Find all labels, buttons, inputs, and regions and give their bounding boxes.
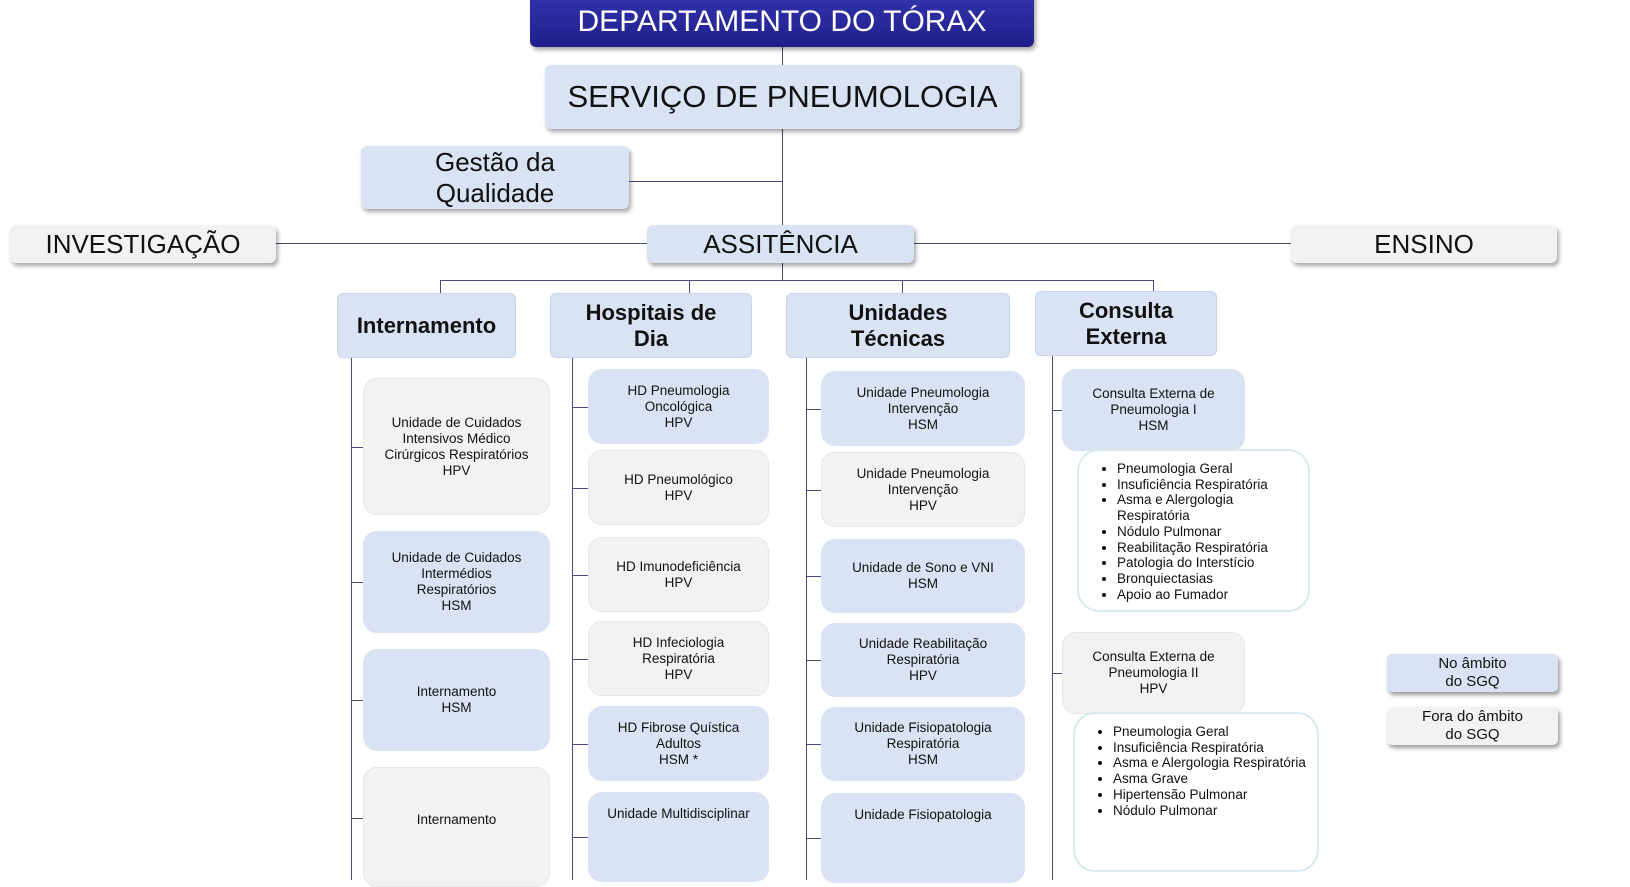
- investigation-box: INVESTIGAÇÃO: [10, 225, 276, 263]
- unit-box: Unidade de Cuidados Intermédios Respirat…: [363, 531, 550, 633]
- unit-box: Unidade Pneumologia Intervenção HSM: [821, 371, 1025, 446]
- list-item: Nódulo Pulmonar: [1113, 803, 1317, 819]
- list-item: Bronquiectasias: [1117, 571, 1308, 587]
- legend-in-scope: No âmbito do SGQ: [1387, 654, 1558, 692]
- assistance-box: ASSITÊNCIA: [647, 225, 914, 263]
- list-item: Pneumologia Geral: [1117, 461, 1308, 477]
- list-item: Asma Grave: [1113, 771, 1317, 787]
- unit-box: Unidade Multidisciplinar: [588, 792, 769, 882]
- connector: [806, 408, 821, 410]
- connector: [351, 582, 363, 583]
- unit-box: Internamento: [363, 767, 550, 887]
- connector: [572, 837, 588, 838]
- unit-box: HD Pneumologia Oncológica HPV: [588, 369, 769, 444]
- unit-box: Unidade Pneumologia Intervenção HPV: [821, 452, 1025, 527]
- connector: [572, 358, 573, 880]
- connector: [351, 818, 363, 819]
- list-item: Nódulo Pulmonar: [1117, 524, 1308, 540]
- list-item: Insuficiência Respiratória: [1113, 740, 1317, 756]
- teaching-box: ENSINO: [1291, 225, 1557, 263]
- column-header: Unidades Técnicas: [786, 293, 1010, 358]
- connector: [1052, 410, 1062, 411]
- connector: [914, 243, 1291, 244]
- list-item: Insuficiência Respiratória: [1117, 477, 1308, 493]
- legend-out-scope: Fora do âmbito do SGQ: [1387, 707, 1558, 745]
- list-item: Apoio ao Fumador: [1117, 587, 1308, 603]
- service-box: SERVIÇO DE PNEUMOLOGIA: [545, 65, 1020, 129]
- column-header: Hospitais de Dia: [550, 293, 752, 358]
- connector: [806, 576, 821, 577]
- connector: [1052, 673, 1062, 674]
- connector: [1052, 356, 1053, 880]
- column-header: Consulta Externa: [1035, 291, 1217, 356]
- connector: [572, 406, 588, 408]
- unit-box: Unidade Fisiopatologia Respiratória HSM: [821, 707, 1025, 781]
- list-item: Asma e Alergologia Respiratória: [1117, 492, 1308, 523]
- list-item: Reabilitação Respiratória: [1117, 540, 1308, 556]
- connector: [351, 700, 363, 701]
- unit-box: HD Pneumológico HPV: [588, 450, 769, 525]
- connector: [351, 446, 363, 448]
- unit-box: Unidade Fisiopatologia: [821, 793, 1025, 883]
- connector: [1153, 280, 1154, 291]
- unit-box: Unidade Reabilitação Respiratória HPV: [821, 623, 1025, 697]
- connector: [440, 280, 441, 293]
- unit-box: Unidade de Sono e VNI HSM: [821, 539, 1025, 613]
- unit-box: HD Infeciologia Respiratória HPV: [588, 621, 769, 696]
- connector: [572, 487, 588, 489]
- connector: [782, 47, 783, 225]
- list-item: Pneumologia Geral: [1113, 724, 1317, 740]
- connector: [572, 658, 588, 660]
- list-item: Asma e Alergologia Respiratória: [1113, 755, 1317, 771]
- connector: [629, 181, 782, 182]
- connector: [902, 280, 903, 293]
- list-item: Hipertensão Pulmonar: [1113, 787, 1317, 803]
- service-list: Pneumologia GeralInsuficiência Respirató…: [1077, 449, 1310, 612]
- unit-box: Internamento HSM: [363, 649, 550, 751]
- unit-box: Unidade de Cuidados Intensivos Médico Ci…: [363, 378, 550, 515]
- service-list: Pneumologia GeralInsuficiência Respirató…: [1073, 712, 1319, 872]
- list-item: Patologia do Interstício: [1117, 555, 1308, 571]
- connector: [806, 358, 807, 880]
- connector: [806, 660, 821, 661]
- connector: [440, 280, 1154, 281]
- connector: [806, 838, 821, 839]
- connector: [806, 489, 821, 491]
- unit-box: HD Imunodeficiência HPV: [588, 537, 769, 612]
- connector: [572, 743, 588, 745]
- department-box: DEPARTAMENTO DO TÓRAX: [530, 0, 1034, 47]
- connector: [572, 574, 588, 576]
- unit-box: Consulta Externa de Pneumologia II HPV: [1062, 632, 1245, 714]
- connector: [689, 280, 690, 293]
- column-header: Internamento: [337, 293, 516, 358]
- connector: [351, 358, 352, 880]
- connector: [806, 744, 821, 745]
- unit-box: HD Fibrose Quística Adultos HSM *: [588, 706, 769, 781]
- connector: [276, 243, 647, 244]
- unit-box: Consulta Externa de Pneumologia I HSM: [1062, 369, 1245, 451]
- quality-box: Gestão da Qualidade: [361, 146, 629, 209]
- connector: [782, 263, 783, 280]
